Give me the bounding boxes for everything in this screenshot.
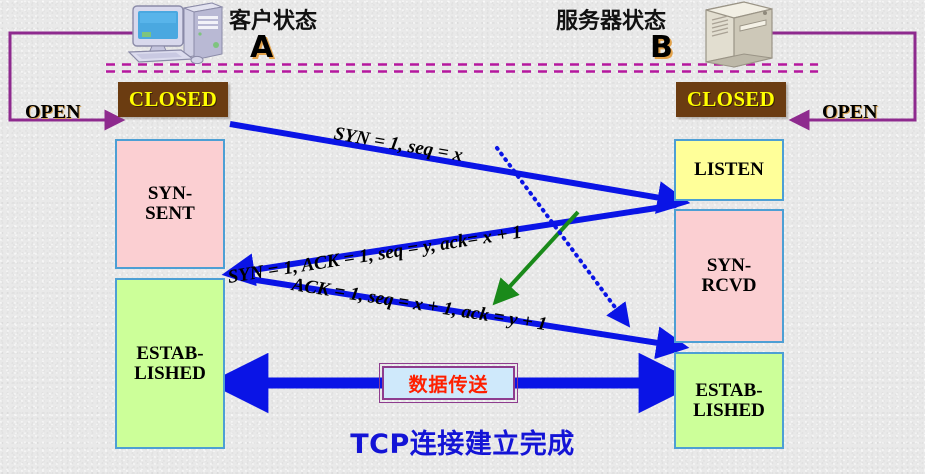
- state-label: SYN- RCVD: [701, 255, 757, 296]
- state-box-client-established: ESTAB- LISHED: [115, 278, 225, 449]
- state-box-server-closed: CLOSED: [676, 82, 786, 117]
- state-label: CLOSED: [128, 87, 218, 112]
- state-label: CLOSED: [686, 87, 776, 112]
- server-column-heading: 服务器状态: [556, 9, 667, 34]
- desktop-computer-icon: [127, 2, 224, 65]
- state-divider-dashed-line: [106, 63, 818, 73]
- server-tower-icon: [705, 1, 773, 68]
- client-node-letter: A: [250, 30, 274, 65]
- message-label-syn-ack: SYN = 1, ACK = 1, seq = y, ack= x + 1: [226, 221, 524, 288]
- state-box-client-syn-sent: SYN- SENT: [115, 139, 225, 269]
- server-node-letter: B: [650, 30, 673, 65]
- state-box-server-syn-rcvd: SYN- RCVD: [674, 209, 784, 343]
- state-box-server-established: ESTAB- LISHED: [674, 352, 784, 449]
- state-label: LISTEN: [694, 159, 764, 181]
- client-column-heading: 客户状态: [229, 9, 318, 34]
- state-label: ESTAB- LISHED: [134, 342, 206, 384]
- data-transfer-box: 数据传送: [379, 363, 518, 403]
- open-label-right: OPEN: [822, 101, 878, 123]
- state-label: ESTAB- LISHED: [693, 379, 765, 421]
- message-label-syn: SYN = 1, seq = x: [332, 123, 465, 167]
- open-label-left: OPEN: [25, 101, 81, 123]
- state-label: SYN- SENT: [145, 183, 195, 224]
- diagram-caption: TCP连接建立完成: [350, 429, 575, 460]
- data-transfer-label: 数据传送: [408, 373, 489, 396]
- state-box-server-listen: LISTEN: [674, 139, 784, 201]
- message-label-ack: ACK = 1, seq = x + 1, ack = y + 1: [290, 274, 549, 336]
- state-box-client-closed: CLOSED: [118, 82, 228, 117]
